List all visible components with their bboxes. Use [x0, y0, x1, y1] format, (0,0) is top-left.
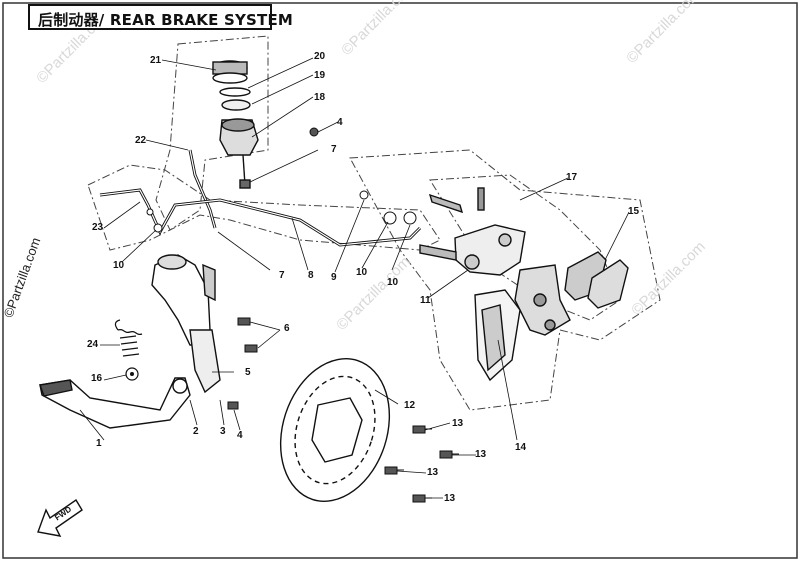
small-fasteners [146, 127, 417, 410]
brake-disc [279, 358, 391, 502]
page-title: 后制动器/ REAR BRAKE SYSTEM [38, 11, 294, 29]
reservoir-assembly [212, 60, 259, 189]
callout-15: 15 [628, 206, 640, 217]
callout-1: 1 [96, 438, 102, 449]
callout-23: 23 [92, 222, 104, 233]
callout-10a: 10 [113, 260, 125, 271]
callout-13c: 13 [427, 467, 439, 478]
callout-14: 14 [515, 442, 527, 453]
brake-pads [564, 251, 629, 309]
callout-19: 19 [314, 70, 326, 81]
callout-11: 11 [420, 295, 431, 306]
brake-caliper [419, 187, 526, 276]
callout-13b: 13 [475, 449, 487, 460]
master-cylinder [151, 254, 221, 394]
callout-6: 6 [284, 323, 290, 334]
leader-lines [79, 57, 630, 499]
master-cylinder-group-outline [155, 35, 269, 231]
callout-24: 24 [87, 339, 99, 350]
callout-2: 2 [193, 426, 199, 437]
callout-13a: 13 [452, 418, 464, 429]
callout-3: 3 [220, 426, 226, 437]
callout-18: 18 [314, 92, 326, 103]
callout-4b: 4 [337, 117, 343, 128]
callout-9: 9 [331, 272, 337, 283]
callout-12: 12 [404, 400, 416, 411]
brake-line-group-outline [87, 164, 441, 251]
callout-4a: 4 [237, 430, 243, 441]
callout-17: 17 [566, 172, 578, 183]
caliper-bracket [474, 264, 571, 382]
caliper-group-outline [349, 149, 661, 411]
callout-20: 20 [314, 51, 326, 62]
callout-10b: 10 [356, 267, 368, 278]
callout-7a: 7 [279, 270, 285, 281]
brake-pedal [39, 377, 191, 429]
callout-7b: 7 [331, 144, 337, 155]
fwd-arrow-icon [37, 498, 83, 537]
callout-5: 5 [245, 367, 251, 378]
callout-8: 8 [308, 270, 314, 281]
callout-21: 21 [150, 55, 162, 66]
callout-22: 22 [135, 135, 147, 146]
callout-10c: 10 [387, 277, 399, 288]
callout-16: 16 [91, 373, 103, 384]
title-box: 后制动器/ REAR BRAKE SYSTEM [28, 4, 293, 30]
callout-13d: 13 [444, 493, 456, 504]
return-spring [114, 319, 143, 357]
